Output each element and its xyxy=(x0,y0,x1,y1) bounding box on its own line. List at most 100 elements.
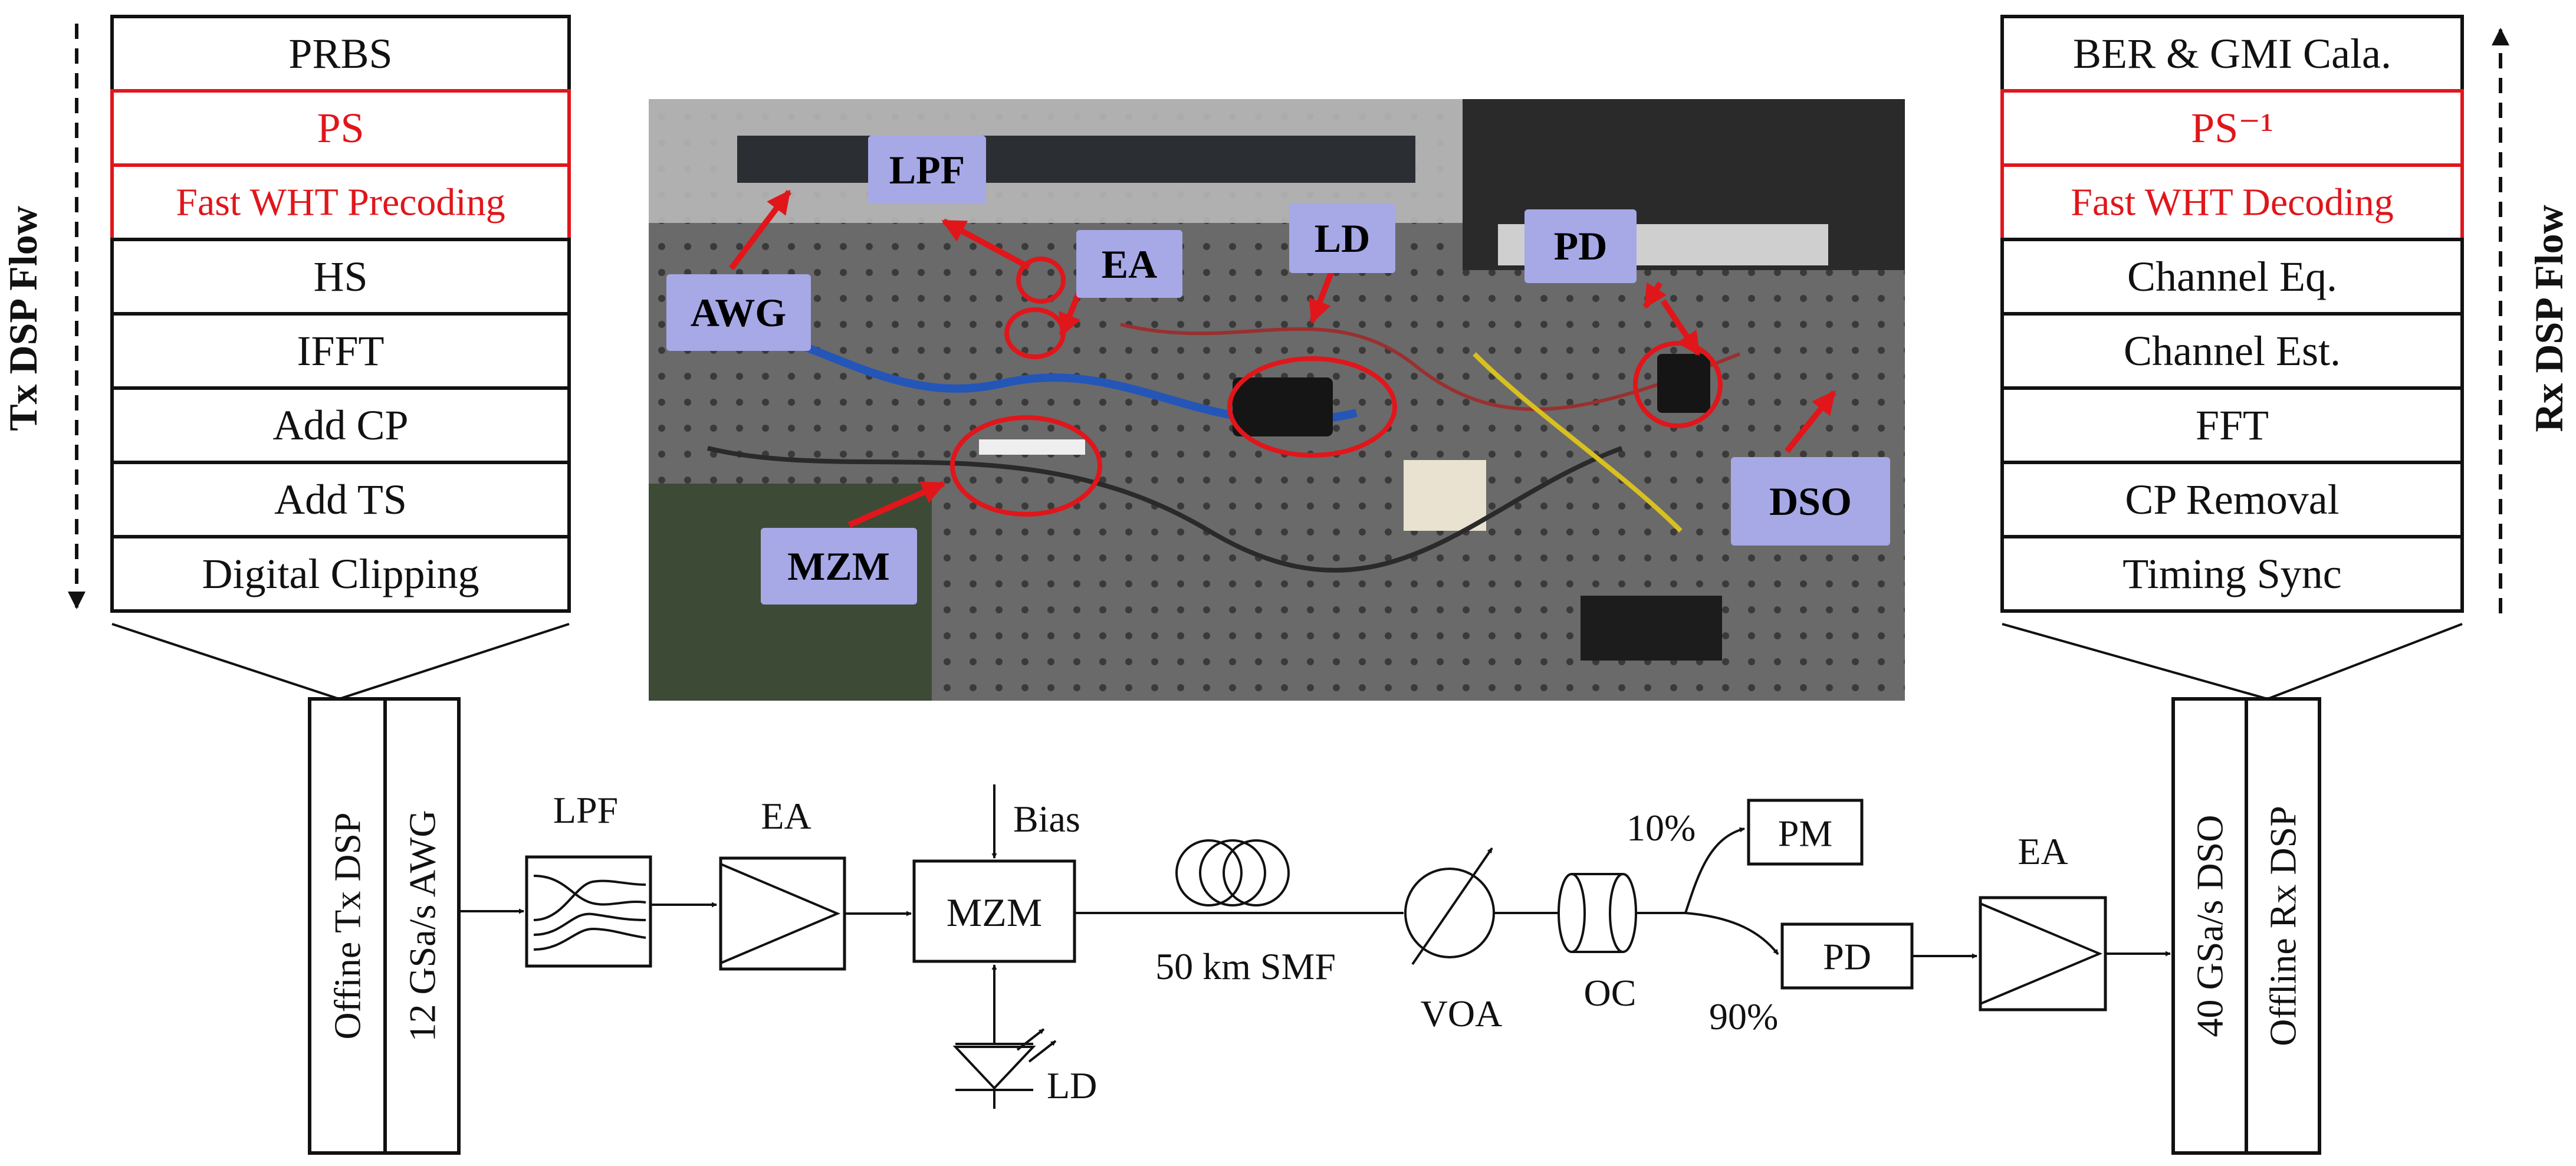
tx-connector-right xyxy=(339,623,570,700)
photo-tag-ea-text: EA xyxy=(1102,242,1157,287)
tx-step-label: PRBS xyxy=(288,30,392,77)
tx-step-box xyxy=(110,386,571,464)
rx-step-box xyxy=(2000,163,2464,241)
ld-label: LD xyxy=(1047,1065,1097,1106)
ld-icon xyxy=(952,1026,1057,1109)
rx-step-box xyxy=(2000,461,2464,538)
photo-keyboard xyxy=(1581,596,1722,661)
tx-step-box xyxy=(110,238,571,316)
voa-label: VOA xyxy=(1421,993,1503,1034)
lpf-block xyxy=(525,855,652,968)
signal-chain: LPF EA MZM Bias LD xyxy=(459,784,2171,1109)
tx-step-label: HS xyxy=(313,253,367,300)
split-to-pm xyxy=(1684,827,1745,914)
photo-tag-awg-text: AWG xyxy=(691,290,786,335)
rx-step-label: PS⁻¹ xyxy=(2191,104,2273,152)
ea-rx-label: EA xyxy=(2018,830,2068,872)
rx-step-label: Fast WHT Decoding xyxy=(2071,181,2394,224)
photo-tag-lpf: LPF xyxy=(868,136,986,203)
photo-cable-black xyxy=(707,446,1623,573)
photo-awg-screen xyxy=(737,136,1415,183)
ea-rx-block xyxy=(1979,896,2107,1011)
photo-dso-arrow xyxy=(1785,390,1836,454)
rx-step-label: BER & GMI Cala. xyxy=(2073,30,2391,77)
mzm-label: MZM xyxy=(947,890,1042,935)
tx-dsp-box xyxy=(308,697,387,1155)
rx-dso-box xyxy=(2171,697,2248,1155)
photo-ea-arrow xyxy=(1059,291,1082,337)
tx-flow-label: Tx DSP Flow xyxy=(1,206,45,431)
photo-lpf-arrow xyxy=(941,218,1031,270)
photo-breadboard xyxy=(1404,460,1486,531)
fiber-coil-icon xyxy=(1175,839,1290,906)
photo-tag-ld: LD xyxy=(1289,203,1395,273)
photo-tag-pd-text: PD xyxy=(1554,224,1608,268)
rx-step-label: Channel Eq. xyxy=(2127,253,2337,300)
mzm-block xyxy=(912,859,1076,963)
rx-step-box xyxy=(2000,312,2464,390)
pm-block xyxy=(1747,799,1864,866)
tx-step-label: PS xyxy=(317,104,364,152)
split-90-label: 90% xyxy=(1709,996,1778,1037)
tx-awg-box-label: 12 GSa/s AWG xyxy=(402,810,443,1042)
photo-pd-arrow-2 xyxy=(1660,299,1701,356)
rx-step-label: FFT xyxy=(2196,402,2269,449)
rx-flow-label: Rx DSP Flow xyxy=(2526,205,2571,432)
photo-tag-lpf-text: LPF xyxy=(889,147,965,192)
pd-block xyxy=(1780,922,1914,990)
rx-connector-right xyxy=(2267,623,2463,700)
photo-mzm-arrow xyxy=(847,481,946,528)
rx-dsp-box xyxy=(2245,697,2321,1155)
tx-step-label: Add TS xyxy=(274,476,407,523)
tx-step-label: Digital Clipping xyxy=(202,550,479,597)
ea-tx-label: EA xyxy=(761,795,811,837)
photo-tag-ea: EA xyxy=(1076,230,1182,298)
rx-dsp-box-label: Offline Rx DSP xyxy=(2262,806,2304,1046)
rx-dsp-flow: Rx DSP Flow BER & GMI Cala. PS⁻¹ Fast WHT … xyxy=(2000,15,2571,1155)
photo-cable-yellow xyxy=(1473,352,1683,533)
pm-label: PM xyxy=(1778,813,1833,855)
tx-connector-left xyxy=(111,623,340,700)
photo-tag-dso: DSO xyxy=(1731,457,1890,546)
photo-tag-ld-text: LD xyxy=(1315,216,1370,261)
tx-awg-box xyxy=(383,697,461,1155)
lpf-label: LPF xyxy=(553,789,618,831)
tx-step-box xyxy=(110,89,571,167)
rx-step-label: Channel Est. xyxy=(2124,327,2341,375)
photo-tag-pd: PD xyxy=(1524,209,1637,283)
rx-step-box xyxy=(2000,386,2464,464)
rx-step-box xyxy=(2000,535,2464,613)
setup-photo: LPF EA LD PD AWG MZM DSO xyxy=(649,99,1905,701)
tx-dsp-box-label: Offine Tx DSP xyxy=(327,812,369,1039)
photo-ld-arrow xyxy=(1309,267,1336,324)
ea-tx-block xyxy=(719,856,846,971)
tx-step-label: IFFT xyxy=(297,327,384,375)
rx-connector-left xyxy=(2002,623,2268,700)
photo-mzm-circle xyxy=(950,415,1102,517)
photo-mzm-device xyxy=(979,439,1085,455)
rx-step-box xyxy=(2000,89,2464,167)
fiber-label: 50 km SMF xyxy=(1155,945,1336,987)
tx-step-label: Fast WHT Precoding xyxy=(176,181,505,224)
voa-icon xyxy=(1404,847,1495,965)
tx-step-box xyxy=(110,15,571,93)
photo-tag-dso-text: DSO xyxy=(1769,479,1852,524)
pd-label: PD xyxy=(1823,936,1871,978)
photo-ld-circle xyxy=(1227,356,1397,458)
photo-pd-device xyxy=(1657,354,1710,413)
split-10-label: 10% xyxy=(1627,807,1696,849)
split-to-pd xyxy=(1685,912,1779,955)
rx-step-list: BER & GMI Cala. PS⁻¹ Fast WHT DecodingChan… xyxy=(2000,15,2464,613)
photo-lpf-circle xyxy=(1016,257,1066,304)
tx-step-label: Add CP xyxy=(272,402,408,449)
photo-awg-arrow xyxy=(729,189,791,271)
photo-tag-mzm-text: MZM xyxy=(787,544,890,589)
photo-pd-arrow xyxy=(1642,281,1667,309)
photo-tag-mzm: MZM xyxy=(761,528,917,605)
photo-ld-device xyxy=(1233,377,1333,436)
rx-step-label: CP Removal xyxy=(2125,476,2339,523)
tx-step-box xyxy=(110,535,571,613)
